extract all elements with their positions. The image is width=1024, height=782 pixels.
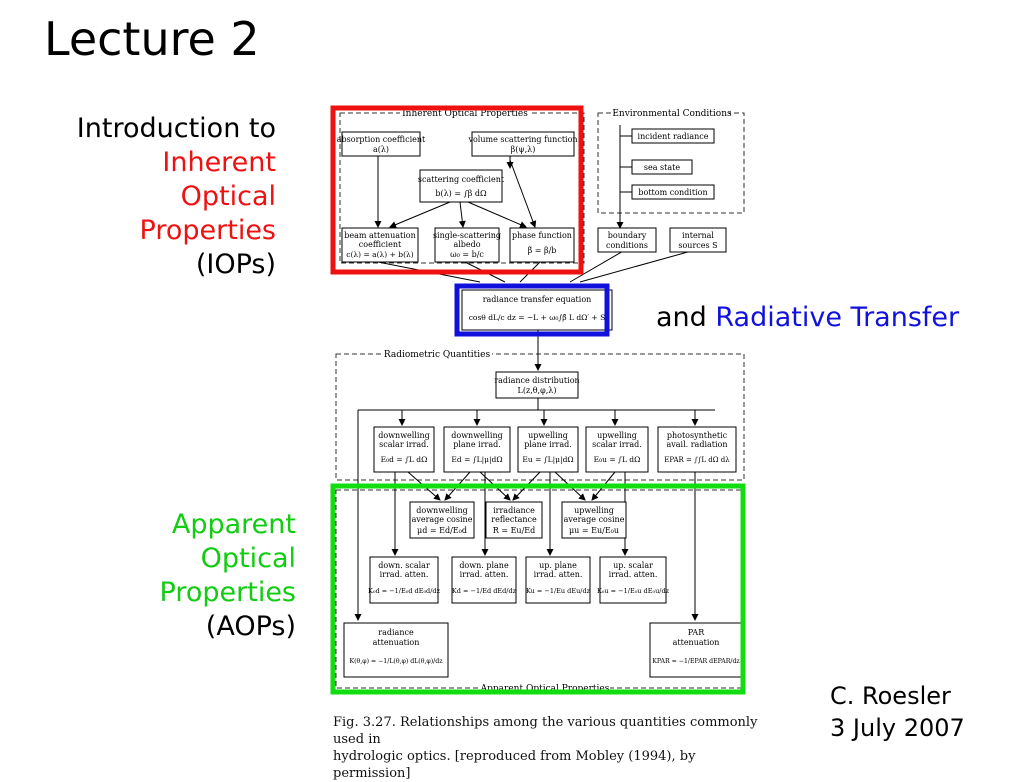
beam-formula: c(λ) = a(λ) + b(λ) bbox=[346, 250, 413, 259]
aop-k-box-title: down. scalar bbox=[378, 561, 430, 570]
radiometric-box-subtitle: scalar irrad. bbox=[592, 440, 642, 449]
radiometric-box-title: photosynthetic bbox=[667, 431, 728, 440]
rad-group-label: Radiometric Quantities bbox=[384, 350, 491, 360]
aop-mid-box-title: irradiance bbox=[493, 506, 535, 515]
aop-highlight-box bbox=[330, 483, 746, 695]
aop-group-label: Apparent Optical Properties bbox=[480, 684, 610, 694]
rte-highlight-box bbox=[454, 283, 610, 337]
par-atten-subtitle: attenuation bbox=[673, 638, 720, 647]
aop-mid-box-subtitle: average cosine bbox=[564, 515, 625, 524]
absorption-title: absorption coefficient bbox=[337, 135, 426, 144]
aop-label: Apparent Optical Properties (AOPs) bbox=[160, 508, 296, 644]
radiance-atten-subtitle: attenuation bbox=[373, 638, 420, 647]
iop-line: Optical bbox=[180, 181, 276, 212]
aop-k-box-subtitle: irrad. atten. bbox=[534, 570, 583, 579]
author: C. Roesler bbox=[830, 682, 951, 710]
radiometric-box-subtitle: plane irrad. bbox=[524, 440, 572, 449]
date: 3 July 2007 bbox=[830, 714, 965, 742]
albedo-formula: ω₀ = b/c bbox=[450, 250, 484, 259]
radiometric-box-subtitle: scalar irrad. bbox=[379, 440, 429, 449]
env-item: bottom condition bbox=[638, 188, 707, 197]
flow-diagram: Inherent Optical Properties Environmenta… bbox=[330, 105, 746, 695]
aop-mid-box-subtitle: reflectance bbox=[491, 515, 537, 524]
vsf-title: volume scattering function bbox=[467, 135, 577, 144]
par-atten-formula: KPAR = −1/EPAR dEPAR/dz bbox=[652, 658, 740, 665]
rte-title: radiance transfer equation bbox=[483, 295, 592, 304]
internal-subtitle: sources S bbox=[678, 241, 717, 250]
caption-line: hydrologic optics. [reproduced from Mobl… bbox=[333, 749, 696, 781]
radiometric-box-title: downwelling bbox=[451, 431, 502, 440]
slide-title: Lecture 2 bbox=[44, 12, 260, 66]
credit: C. Roesler 3 July 2007 bbox=[830, 680, 965, 744]
aop-k-box-title: up. plane bbox=[539, 561, 577, 570]
radiometric-box-subtitle: avail. radiation bbox=[666, 440, 727, 449]
radiometric-box-formula: EPAR = ∫∫L dΩ dλ bbox=[664, 456, 730, 464]
aop-line: (AOPs) bbox=[205, 611, 296, 642]
aop-mid-box-subtitle: average cosine bbox=[412, 515, 473, 524]
iop-label: Introduction to Inherent Optical Propert… bbox=[77, 112, 276, 282]
radiance-dist-title: radiance distribution bbox=[494, 376, 579, 385]
radiometric-box-formula: Eu = ∫L|μ|dΩ bbox=[522, 455, 573, 464]
iop-highlight-box bbox=[330, 105, 584, 275]
aop-k-box-formula: Ku = −1/Eu dEu/dz bbox=[526, 587, 591, 595]
phase-title: phase function bbox=[512, 231, 572, 240]
radiometric-box-formula: Ed = ∫L|μ|dΩ bbox=[451, 455, 502, 464]
vsf-formula: β(ψ,λ) bbox=[511, 145, 536, 154]
radiometric-box-title: downwelling bbox=[378, 431, 429, 440]
boundary-subtitle: conditions bbox=[606, 241, 648, 250]
aop-k-box-formula: K₀u = −1/E₀u dE₀u/dz bbox=[597, 587, 670, 595]
radiometric-box-subtitle: plane irrad. bbox=[453, 440, 501, 449]
rte-formula: cosθ dL/c dz = −L + ω₀∫β̃ L dΩ′ + S bbox=[469, 313, 606, 322]
aop-line: Apparent bbox=[171, 509, 296, 540]
aop-k-box-title: down. plane bbox=[459, 561, 509, 570]
par-atten-title: PAR bbox=[688, 628, 705, 637]
env-group-label: Environmental Conditions bbox=[612, 109, 732, 119]
figure-caption: Fig. 3.27. Relationships among the vario… bbox=[333, 714, 773, 782]
internal-title: internal bbox=[682, 231, 714, 240]
aop-mid-box-title: downwelling bbox=[416, 506, 467, 515]
iop-line: Inherent bbox=[162, 147, 276, 178]
scattering-formula: b(λ) = ∫β dΩ bbox=[435, 189, 487, 198]
aop-mid-box-title: upwelling bbox=[574, 506, 614, 515]
rt-label: and Radiative Transfer bbox=[656, 302, 959, 333]
caption-line: Fig. 3.27. Relationships among the vario… bbox=[333, 715, 758, 747]
iop-line: Properties bbox=[139, 215, 276, 246]
aop-k-box-title: up. scalar bbox=[613, 561, 653, 570]
aop-mid-box-formula: R = Eu/Ed bbox=[493, 526, 535, 535]
beam-title: beam attenuation bbox=[344, 231, 416, 240]
rt-text: Radiative Transfer bbox=[715, 302, 960, 333]
phase-formula: β̃ = β/b bbox=[528, 246, 557, 255]
scattering-title: scattering coefficient bbox=[418, 175, 505, 184]
iop-intro-line: Introduction to bbox=[76, 113, 276, 144]
rt-and: and bbox=[656, 302, 707, 333]
aop-k-box-subtitle: irrad. atten. bbox=[609, 570, 658, 579]
iop-group-label: Inherent Optical Properties bbox=[402, 109, 528, 119]
aop-k-box-subtitle: irrad. atten. bbox=[380, 570, 429, 579]
aop-line: Optical bbox=[200, 543, 296, 574]
iop-line: (IOPs) bbox=[195, 249, 276, 280]
radiance-atten-formula: K(θ,φ) = −1/L(θ,φ) dL(θ,φ)/dz bbox=[350, 658, 444, 665]
radiance-atten-title: radiance bbox=[378, 628, 414, 637]
aop-mid-box-formula: μu = Eu/E₀u bbox=[569, 526, 619, 535]
radiometric-box-formula: E₀u = ∫L dΩ bbox=[594, 455, 641, 464]
aop-line: Properties bbox=[159, 577, 296, 608]
aop-mid-box-formula: μd = Ed/E₀d bbox=[417, 526, 467, 535]
env-item: incident radiance bbox=[638, 132, 709, 141]
radiometric-box-formula: E₀d = ∫L dΩ bbox=[381, 455, 428, 464]
rad-group-frame bbox=[335, 353, 745, 481]
aop-k-box-formula: Kd = −1/Ed dEd/dz bbox=[452, 587, 517, 595]
albedo-subtitle: albedo bbox=[453, 240, 480, 249]
env-item: sea state bbox=[644, 163, 680, 172]
aop-k-box-formula: K₀d = −1/E₀d dE₀d/dz bbox=[368, 587, 441, 595]
albedo-title: single-scattering bbox=[433, 231, 501, 240]
boundary-title: boundary bbox=[608, 231, 647, 240]
absorption-formula: a(λ) bbox=[373, 145, 389, 154]
radiance-dist-formula: L(z,θ,φ,λ) bbox=[518, 386, 557, 395]
aop-k-box-subtitle: irrad. atten. bbox=[460, 570, 509, 579]
radiometric-box-title: upwelling bbox=[597, 431, 637, 440]
beam-subtitle: coefficient bbox=[359, 240, 402, 249]
radiometric-box-title: upwelling bbox=[528, 431, 568, 440]
